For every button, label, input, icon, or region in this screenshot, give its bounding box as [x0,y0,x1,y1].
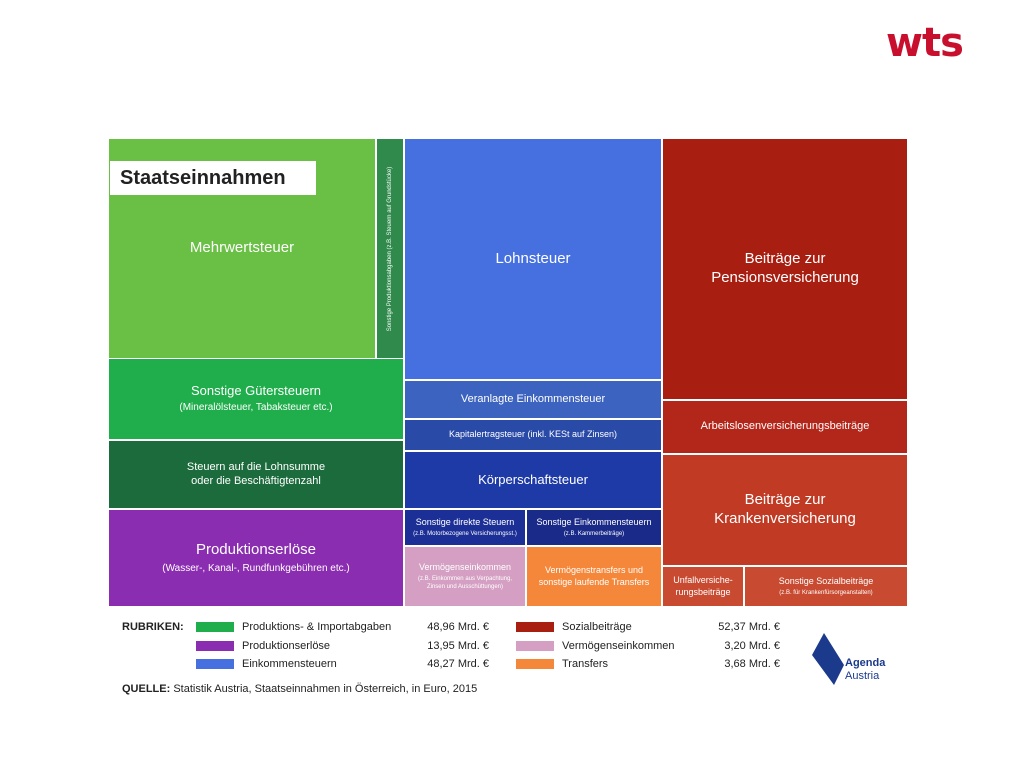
treemap-tile-label: Unfallversiche- rungsbeiträge [673,575,733,597]
legend-item-value: 13,95 Mrd. € [427,640,489,652]
treemap-tile: Unfallversiche- rungsbeiträge [663,567,743,606]
treemap-tile-sublabel: (Wasser-, Kanal-, Rundfunkgebühren etc.) [162,562,350,574]
treemap-tile-label: Sonstige Produktionsabgaben (z.B. Steuer… [387,166,393,331]
legend-item: Einkommensteuern 48,27 Mrd. € [196,656,489,672]
treemap-tile-label: Sonstige Sozialbeiträge [778,575,874,586]
treemap-tile: Vermögenstransfers und sonstige laufende… [527,547,661,606]
legend-item-name: Einkommensteuern [242,658,337,670]
treemap-tile: Arbeitslosenversicherungsbeiträge [663,401,907,453]
legend-swatch [196,659,234,669]
treemap-tile: Sonstige Gütersteuern (Mineralölsteuer, T… [109,359,403,439]
legend-item-value: 3,20 Mrd. € [724,640,780,652]
wts-logo: wts [886,20,964,66]
treemap-tile-sublabel: (z.B. Einkommen aus Verpachtung, Zinsen … [417,576,513,590]
legend-item: Transfers 3,68 Mrd. € [516,656,780,672]
treemap-tile: Kapitalertragsteuer (inkl. KESt auf Zins… [405,420,661,450]
treemap-tile-label: Steuern auf die Lohnsumme oder die Besch… [186,460,326,487]
treemap-tile-label: Lohnsteuer [495,249,571,267]
legend-item-name: Vermögenseinkommen [562,640,675,652]
legend-swatch [196,641,234,651]
treemap-tile: Sonstige direkte Steuern (z.B. Motorbezog… [405,510,525,545]
agenda-logo-mark-icon [812,633,844,685]
agenda-austria-logo: Agenda Austria [812,633,902,685]
legend-item-name: Transfers [562,658,609,670]
treemap-tile-label: Veranlagte Einkommensteuer [460,392,606,405]
treemap-tile-label: Sonstige direkte Steuern [415,516,515,527]
treemap-tile: Vermögenseinkommen (z.B. Einkommen aus Ve… [405,547,525,606]
treemap-tile-label: Vermögenseinkommen [418,561,512,572]
treemap-tile: Steuern auf die Lohnsumme oder die Besch… [109,441,403,508]
agenda-logo-line2: Austria [845,670,880,682]
legend-item-value: 48,27 Mrd. € [427,658,489,670]
treemap-tile-label: Sonstige Einkommensteuern [536,516,652,527]
legend-swatch [516,622,554,632]
treemap-tile: Lohnsteuer [405,139,661,379]
treemap-tile: Körperschaftsteuer [405,452,661,508]
treemap-tile-sublabel: (z.B. für Krankenfürsorgeanstalten) [779,589,873,596]
legend-item-name: Produktions- & Importabgaben [242,621,392,633]
legend-item-value: 52,37 Mrd. € [718,621,780,633]
legend-swatch [196,622,234,632]
agenda-logo-line1: Agenda [845,657,886,669]
treemap-tile-label: Beiträge zur Krankenversicherung [714,491,856,527]
legend-item: Produktions- & Importabgaben 48,96 Mrd. € [196,619,489,635]
treemap-tile-label: Körperschaftsteuer [478,471,588,487]
treemap-tile-label: Mehrwertsteuer [189,239,295,257]
treemap-tile-sublabel: (Mineralölsteuer, Tabaksteuer etc.) [179,402,333,414]
treemap-tile-label: Produktionserlöse [195,540,317,558]
treemap-tile: Sonstige Einkommensteuern (z.B. Kammerbei… [527,510,661,545]
legend-item: Sozialbeiträge 52,37 Mrd. € [516,619,780,635]
treemap-tile-label: Vermögenstransfers und sonstige laufende… [538,565,650,587]
legend-item-name: Produktionserlöse [242,640,331,652]
treemap-tile-sublabel: (z.B. Kammerbeiträge) [563,530,625,537]
treemap-tile-label: Arbeitslosenversicherungsbeiträge [700,420,870,433]
legend-item-value: 3,68 Mrd. € [724,658,780,670]
legend-swatch [516,659,554,669]
treemap-tile-label: Beiträge zur Pensionsversicherung [711,250,859,286]
legend-heading: RUBRIKEN: [122,621,184,633]
treemap-tile: Veranlagte Einkommensteuer [405,381,661,418]
treemap-tile-sublabel: (z.B. Motorbezogene Versicherungsst.) [413,530,517,537]
source-label: QUELLE: [122,683,171,695]
source-text: Statistik Austria, Staatseinnahmen in Ös… [170,683,478,695]
legend-item-name: Sozialbeiträge [562,621,632,633]
source-note: QUELLE: Statistik Austria, Staatseinnahm… [122,683,477,695]
legend-item: Produktionserlöse 13,95 Mrd. € [196,638,489,654]
legend-swatch [516,641,554,651]
legend-item-value: 48,96 Mrd. € [427,621,489,633]
treemap-tile-label: Sonstige Gütersteuern [190,383,322,399]
treemap-tile: Beiträge zur Pensionsversicherung [663,139,907,399]
chart-title: Staatseinnahmen [110,161,316,195]
treemap-tile: Sonstige Produktionsabgaben (z.B. Steuer… [377,139,403,358]
treemap-tile: Produktionserlöse (Wasser-, Kanal-, Rundf… [109,510,403,606]
treemap-tile-label: Kapitalertragsteuer (inkl. KESt auf Zins… [448,429,618,440]
treemap-tile: Beiträge zur Krankenversicherung [663,455,907,565]
treemap-tile: Sonstige Sozialbeiträge (z.B. für Kranken… [745,567,907,606]
legend-item: Vermögenseinkommen 3,20 Mrd. € [516,638,780,654]
